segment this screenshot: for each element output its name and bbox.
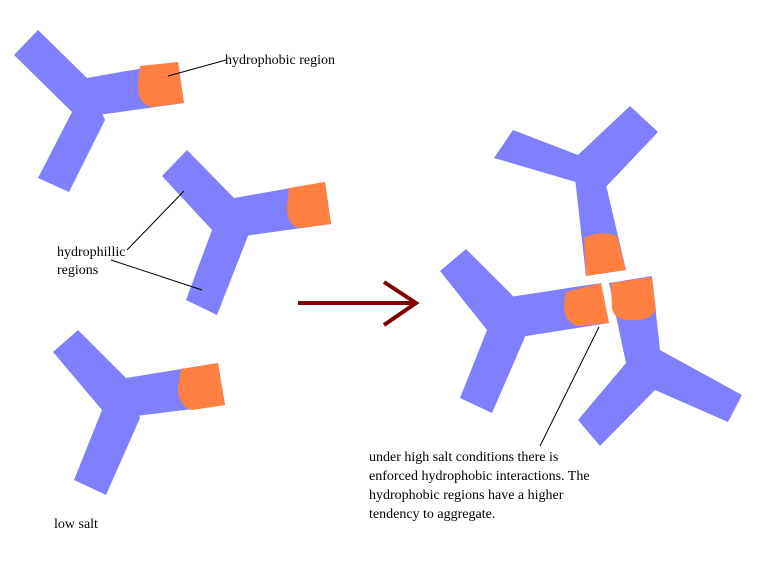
hydrophobic-patch — [611, 277, 656, 321]
antibody-high-salt-top — [494, 106, 658, 276]
caption-high-salt-1: under high salt conditions there is — [369, 450, 559, 465]
antibody-high-salt-left — [440, 249, 609, 413]
caption-high-salt-4: tendency to aggregate. — [369, 507, 496, 522]
leader-high-salt — [539, 326, 600, 447]
leader-hydrophillic-2 — [110, 259, 203, 291]
hydrophobic-patch — [178, 363, 225, 410]
label-hydrophobic-region: hydrophobic region — [225, 53, 336, 68]
hydrophobic-patch — [564, 283, 609, 326]
leader-hydrophillic-1 — [126, 190, 185, 251]
leader-hydrophobic — [167, 59, 227, 77]
hydrophobic-patch — [584, 233, 626, 276]
hydrophobic-patch — [137, 62, 184, 107]
antibody-low-salt-3 — [53, 330, 225, 495]
caption-high-salt-3: hydrophobic regions have a higher — [369, 488, 564, 503]
antibody-low-salt-2 — [162, 150, 331, 315]
caption-high-salt-2: enforced hydrophobic interactions. The — [369, 469, 590, 484]
label-low-salt: low salt — [54, 517, 98, 532]
label-hydrophillic: hydrophillic — [57, 245, 126, 260]
hydrophobic-patch — [287, 182, 331, 228]
transition-arrow — [298, 280, 420, 327]
antibody-low-salt-1 — [14, 30, 184, 192]
label-regions: regions — [57, 263, 99, 278]
antibody-high-salt-right — [578, 276, 742, 446]
